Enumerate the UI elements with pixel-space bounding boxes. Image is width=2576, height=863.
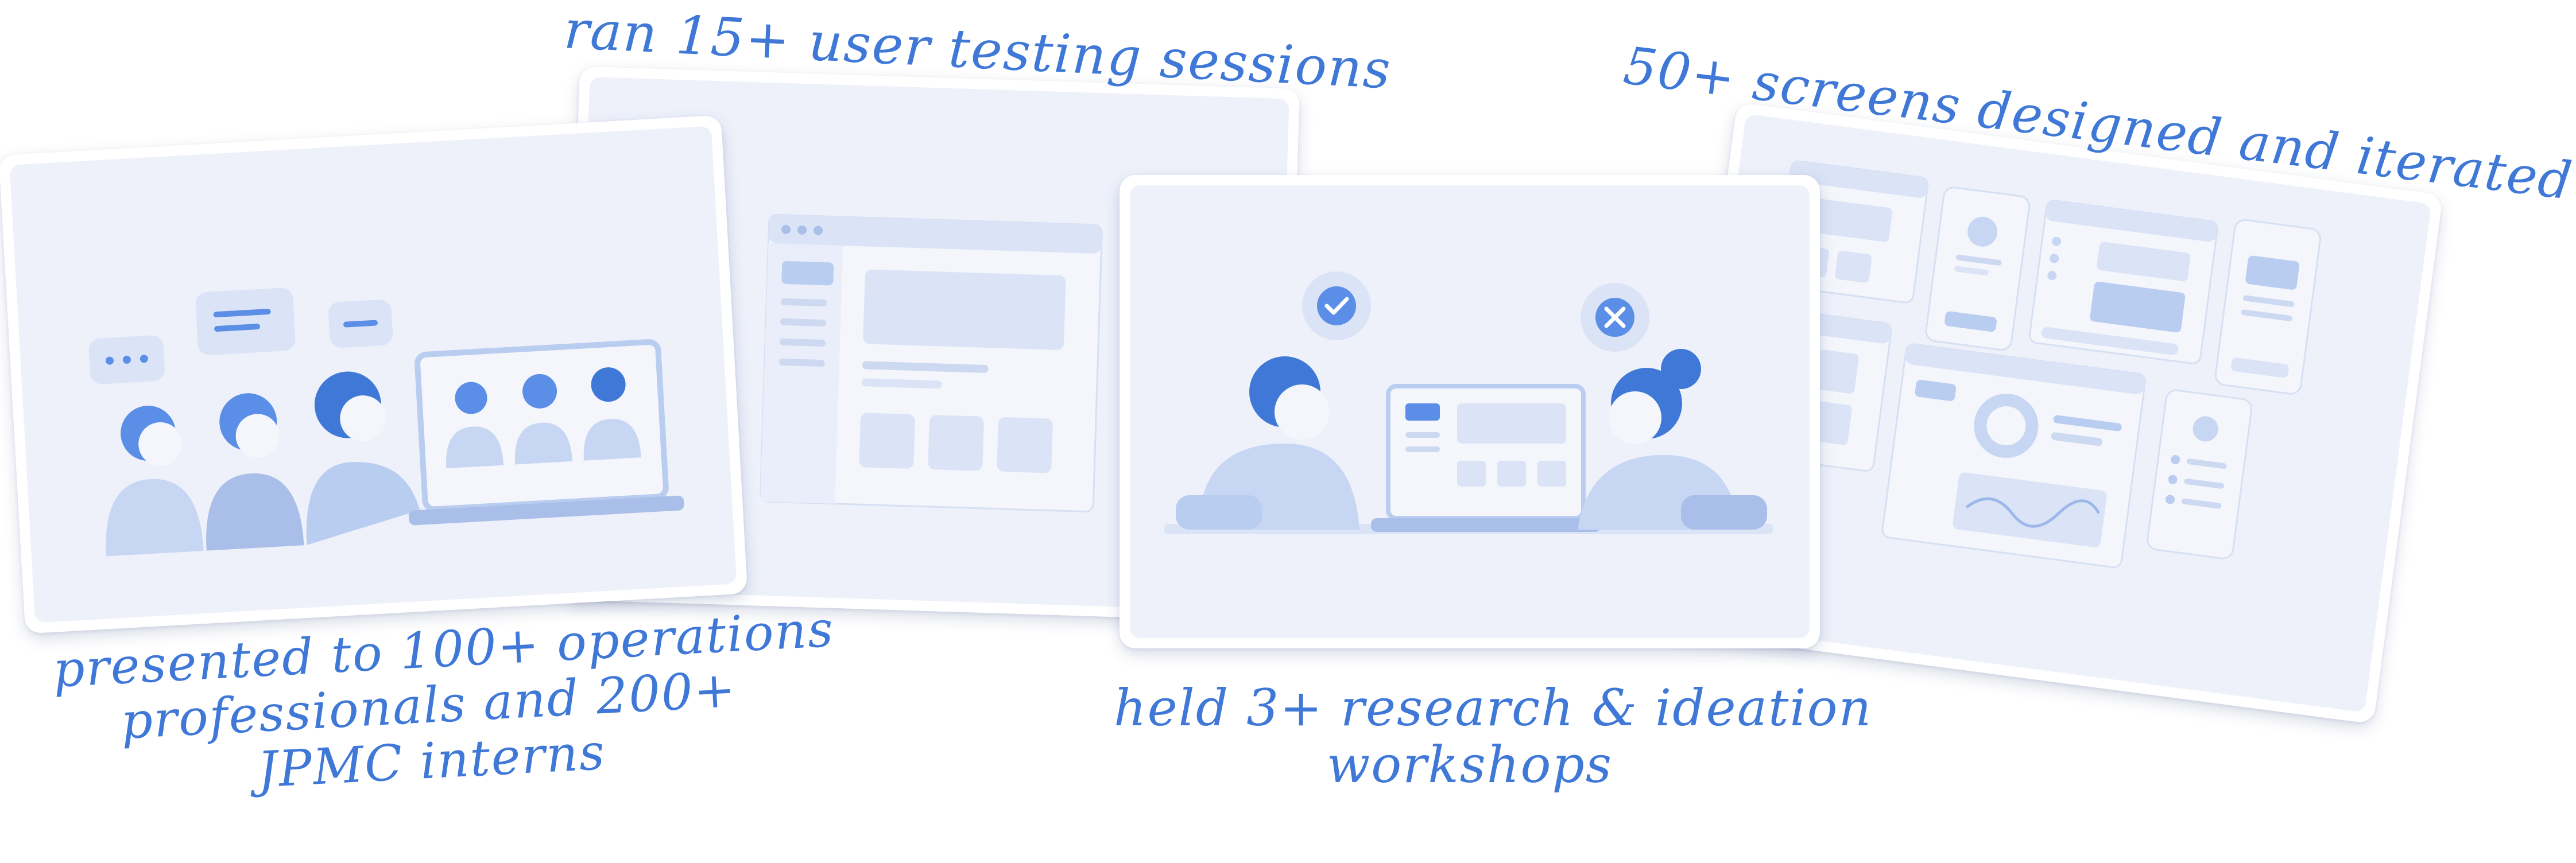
workshops-line-2: workshops <box>1326 734 1613 794</box>
check-icon <box>1317 286 1356 325</box>
workshops-caption: held 3+ research & ideation workshops <box>1114 678 1873 794</box>
presentation-card-bg <box>9 126 737 623</box>
presentation-card <box>0 115 748 634</box>
workshops-line-1: held 3+ research & ideation <box>1114 678 1873 737</box>
workshops-card <box>1120 175 1820 648</box>
presented-caption: presented to 100+ operations professiona… <box>52 601 835 808</box>
workshops-card-bg <box>1130 185 1810 638</box>
workshop-illustration <box>1164 271 1773 534</box>
presentation-illustration <box>88 287 684 557</box>
